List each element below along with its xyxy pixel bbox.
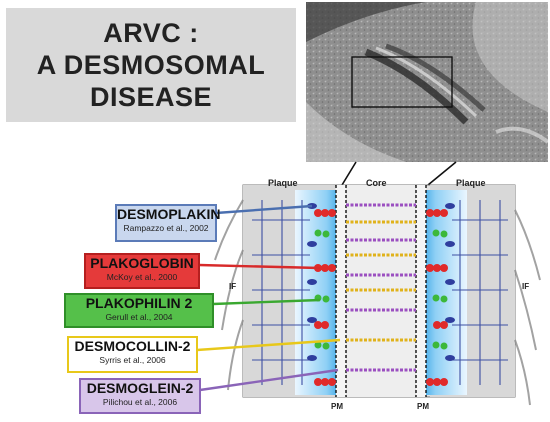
label-desmoplakin: DESMOPLAKIN Rampazzo et al., 2002 — [115, 204, 221, 242]
zoom-box — [351, 56, 453, 108]
protein-name: DESMOGLEIN-2 — [86, 380, 194, 396]
title-line-2: A DESMOSOMAL — [36, 50, 266, 80]
protein-reference: Rampazzo et al., 2002 — [123, 223, 209, 233]
protein-name: PLAKOPHILIN 2 — [85, 295, 193, 311]
title-line-3: DISEASE — [89, 82, 213, 112]
right-plaque — [422, 190, 467, 395]
protein-name: PLAKOGLOBIN — [90, 255, 194, 271]
protein-name: DESMOCOLLIN-2 — [74, 338, 191, 354]
if-right-label: IF — [522, 282, 530, 291]
plaque-left-label: Plaque — [268, 178, 298, 188]
electron-micrograph — [306, 2, 548, 162]
label-desmoglein-2: DESMOGLEIN-2 Pilichou et al., 2006 — [79, 378, 201, 414]
protein-name: DESMOPLAKIN — [117, 206, 221, 222]
title-panel: ARVC : A DESMOSOMAL DISEASE — [6, 8, 296, 122]
label-plakophilin-2: PLAKOPHILIN 2 Gerull et al., 2004 — [64, 293, 214, 328]
core-label: Core — [366, 178, 387, 188]
title-line-1: ARVC : — [103, 18, 199, 48]
protein-reference: Gerull et al., 2004 — [105, 312, 173, 322]
protein-reference: McKoy et al., 2000 — [106, 272, 178, 282]
pm-right-label: PM — [417, 402, 429, 411]
left-plaque — [295, 190, 340, 395]
protein-reference: Syrris et al., 2006 — [99, 355, 166, 365]
pm-left-label: PM — [331, 402, 343, 411]
label-desmocollin-2: DESMOCOLLIN-2 Syrris et al., 2006 — [67, 336, 198, 373]
plaque-right-label: Plaque — [456, 178, 486, 188]
protein-reference: Pilichou et al., 2006 — [102, 397, 178, 407]
label-plakoglobin: PLAKOGLOBIN McKoy et al., 2000 — [84, 253, 200, 289]
if-left-label: IF — [229, 282, 237, 291]
